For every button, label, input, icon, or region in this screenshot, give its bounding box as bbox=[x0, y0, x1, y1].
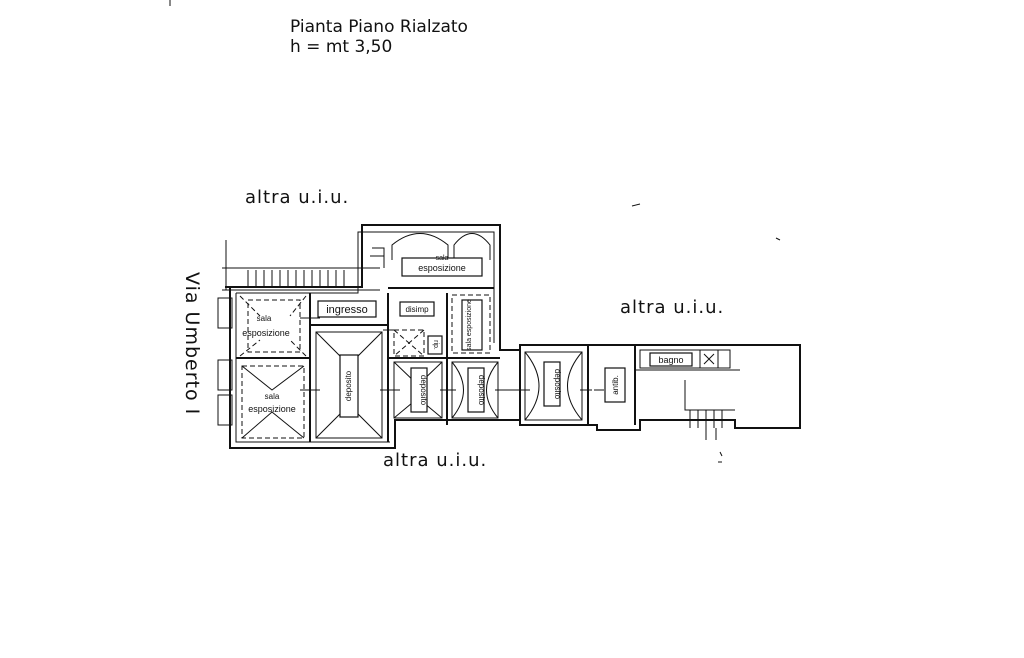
room-label-sala-top-1: sala bbox=[436, 255, 449, 262]
room-label-deposito-4: deposito bbox=[553, 369, 562, 400]
room-label-sala-sw-1: sala bbox=[265, 392, 280, 401]
room-label-ingresso: ingresso bbox=[326, 304, 368, 316]
neighbor-label-right: altra u.i.u. bbox=[620, 297, 724, 318]
room-label-sala-nw-2: esposizione bbox=[242, 328, 290, 338]
room-label-antib: antib. bbox=[611, 375, 620, 395]
neighbor-label-bottom: altra u.i.u. bbox=[383, 450, 487, 471]
scan-marks bbox=[169, 0, 781, 463]
vault-lines bbox=[239, 233, 731, 439]
room-label-disimp: disimp bbox=[405, 305, 429, 314]
room-label-deposito-3: deposito bbox=[477, 375, 486, 406]
room-label-deposito-2: deposito bbox=[419, 375, 428, 406]
room-label-sala-nw-1: sala bbox=[257, 314, 272, 323]
room-labels: sala esposizione sala esposizione sala e… bbox=[242, 255, 693, 418]
room-label-sala-mid: sala esposizione bbox=[466, 299, 473, 351]
plan-title: Pianta Piano Rialzato bbox=[290, 17, 468, 37]
room-label-rip: rip. bbox=[432, 340, 439, 350]
street-label: Via Umberto I bbox=[181, 272, 203, 415]
outer-walls bbox=[217, 224, 801, 449]
room-label-sala-sw-2: esposizione bbox=[248, 404, 296, 414]
plan-height: h = mt 3,50 bbox=[290, 37, 392, 57]
neighbor-label-top: altra u.i.u. bbox=[245, 187, 349, 208]
room-label-deposito-1: deposito bbox=[344, 370, 353, 401]
room-label-sala-top-2: esposizione bbox=[418, 263, 466, 273]
room-label-bagno: bagno bbox=[658, 355, 683, 365]
